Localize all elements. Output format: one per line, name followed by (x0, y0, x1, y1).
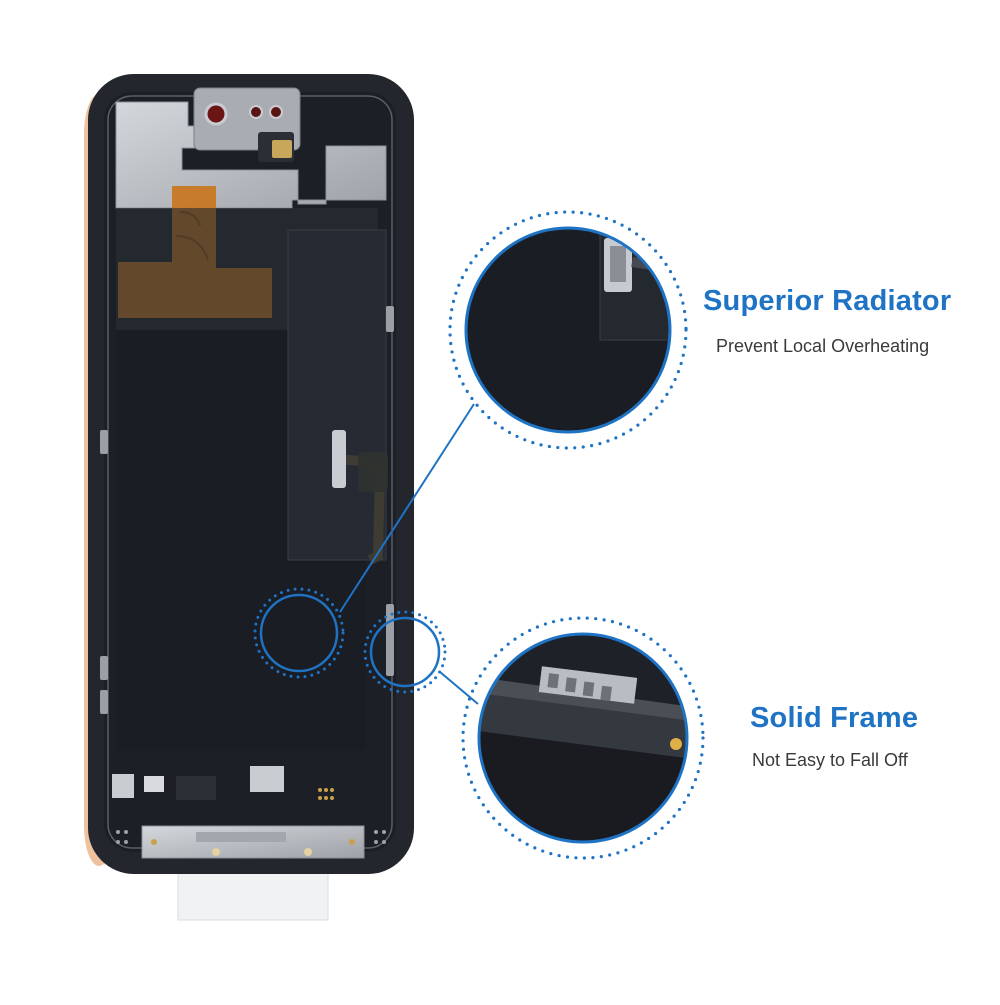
lcd-screen-assembly (84, 74, 414, 921)
zoom-circle-frame (461, 616, 705, 860)
target-marker-radiator (259, 593, 339, 673)
callout-pointer-line (439, 671, 479, 705)
callout-pointer-line (339, 403, 475, 613)
callout-subtitle-radiator: Prevent Local Overheating (716, 336, 930, 356)
zoom-circle-radiator (448, 210, 688, 450)
graphite-layer (287, 229, 387, 561)
flex-connector (332, 430, 346, 488)
callout-subtitle-frame: Not Easy to Fall Off (752, 750, 908, 770)
callout-title-frame: Solid Frame (750, 702, 919, 734)
target-marker-frame (369, 616, 441, 688)
camera-lens-ring (204, 102, 228, 126)
protective-film-tab (177, 867, 329, 921)
callout-title-radiator: Superior Radiator (703, 285, 952, 317)
